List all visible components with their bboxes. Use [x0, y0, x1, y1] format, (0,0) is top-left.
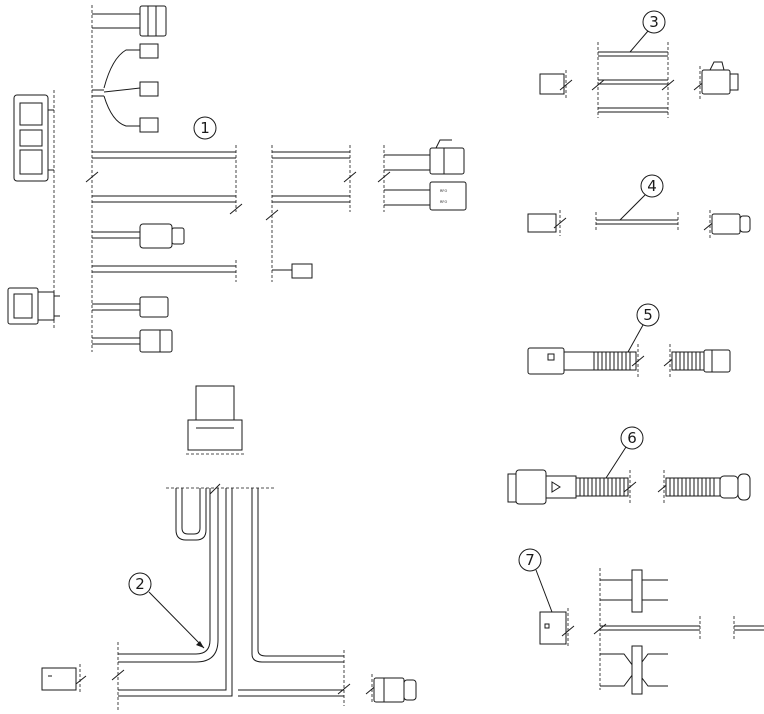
- harness-assembly-1: 1: [7, 5, 467, 353]
- bottom-right-connector: [365, 674, 417, 704]
- corrugated-conduit-6b: [665, 477, 721, 497]
- callout-4-label: 4: [647, 177, 657, 195]
- connector-mark-1: RFO: [440, 189, 447, 193]
- callout-6-label: 6: [627, 429, 637, 447]
- left-large-connector: [13, 94, 54, 182]
- harness-assembly-4: 4: [527, 174, 751, 238]
- callout-3-label: 3: [649, 13, 659, 31]
- bottom-left-connector: [41, 664, 87, 694]
- three-way-branch: [92, 43, 159, 133]
- callout-5-circle: [636, 303, 660, 327]
- harness-assembly-6: 6: [507, 426, 751, 505]
- callout-7-circle: [518, 548, 542, 572]
- harness-assembly-2: 2: [41, 385, 417, 712]
- mid-connectors-group1: [92, 223, 313, 353]
- harness-assembly-5: 5: [527, 303, 731, 378]
- right-connectors-group1: RFO RFO: [377, 139, 467, 212]
- top-relay-connector: [186, 385, 246, 455]
- callout-4-circle: [640, 174, 664, 198]
- callout-7-label: 7: [525, 551, 535, 569]
- connector-mark-2: RFO: [440, 200, 447, 204]
- top-connector: [92, 5, 167, 37]
- callout-1-circle: [193, 116, 217, 140]
- corrugated-conduit-5b: [671, 351, 705, 371]
- callout-2-label: 2: [135, 575, 145, 593]
- harness-assembly-3: 3: [539, 10, 739, 118]
- callout-3-circle: [642, 10, 666, 34]
- left-small-connector: [7, 287, 60, 325]
- harness-assembly-7: 7: [518, 548, 764, 695]
- callout-1-label: 1: [200, 119, 210, 137]
- corrugated-conduit-5a: [593, 351, 637, 371]
- wire-bundle-upper: [85, 145, 357, 282]
- callout-5-label: 5: [643, 306, 653, 324]
- corrugated-conduit-6a: [575, 477, 629, 497]
- callout-2-circle: [128, 572, 152, 596]
- callout-2-leader: [148, 591, 205, 649]
- callout-6-circle: [620, 426, 644, 450]
